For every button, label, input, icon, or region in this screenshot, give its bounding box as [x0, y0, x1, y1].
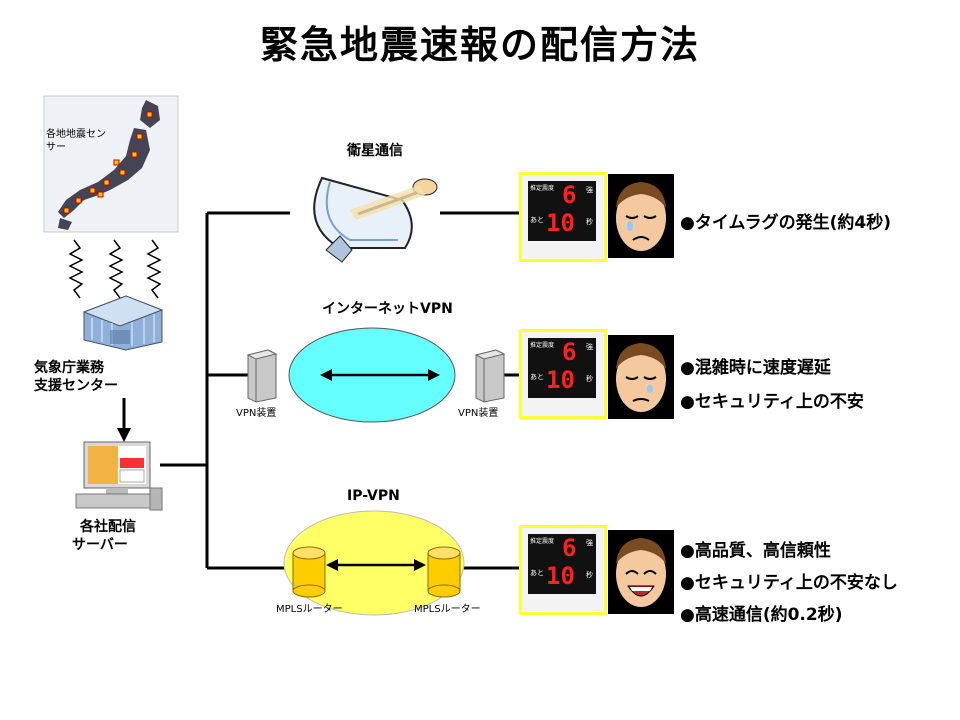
ipvpn-note-1: ●高品質、高信頼性	[680, 541, 831, 561]
ipvpn-route-label: IP-VPN	[347, 488, 400, 504]
satellite-route-label: 衛星通信	[347, 143, 403, 159]
page-title: 緊急地震速報の配信方法	[259, 22, 700, 67]
satellite-note-1: ●タイムラグの発生(約4秒)	[680, 213, 892, 233]
receiver-unit1: 強	[586, 186, 593, 194]
receiver-text1: 推定震度	[530, 538, 555, 545]
receiver-unit1: 強	[586, 539, 593, 547]
server-label-line1: 各社配信	[80, 519, 136, 535]
jma-label-line2: 支援センター	[34, 378, 118, 394]
mpls-router-right-label: MPLSルーター	[414, 604, 481, 615]
jma-building-icon	[82, 295, 164, 351]
internet-note-1: ●混雑時に速度遅延	[680, 358, 831, 378]
mpls-router-left-icon	[292, 546, 326, 598]
vpn-device-left-icon	[246, 349, 278, 403]
server-label-line2: サーバー	[72, 537, 128, 553]
receiver-seconds: 10	[546, 209, 575, 237]
receiver-seconds: 10	[546, 366, 575, 394]
jma-label-line1: 気象庁業務	[34, 360, 104, 376]
receiver-text2: あと	[530, 569, 544, 577]
sad-face-icon	[608, 174, 674, 258]
ipvpn-note-3: ●高速通信(約0.2秒)	[680, 605, 843, 625]
jma-server-arrowhead	[117, 428, 131, 442]
receiver-unit2: 秒	[586, 571, 593, 579]
receiver-intensity: 6	[562, 338, 577, 366]
receiver-intensity: 6	[562, 534, 577, 562]
vpn-device-right-icon	[474, 349, 506, 403]
worried-face-icon	[608, 335, 674, 419]
server-computer-icon	[75, 441, 163, 511]
ipvpn-cloud	[283, 510, 465, 616]
seismic-signal-icon	[68, 239, 162, 299]
happy-face-icon	[608, 530, 674, 614]
receiver-seconds: 10	[546, 562, 575, 590]
satellite-dish-icon	[313, 176, 438, 263]
receiver-text1: 推定震度	[530, 185, 555, 192]
receiver-text2: あと	[530, 373, 544, 381]
ipvpn-note-2: ●セキュリティ上の不安なし	[680, 573, 898, 593]
vpn-device-left-label: VPN装置	[236, 408, 277, 419]
internet-vpn-route-label: インターネットVPN	[322, 301, 453, 317]
japan-map-icon	[43, 95, 179, 233]
receiver-ipvpn: 推定震度 6 強 あと 10 秒	[519, 525, 607, 615]
receiver-internet: 推定震度 6 強 あと 10 秒	[519, 329, 607, 419]
receiver-unit1: 強	[586, 343, 593, 351]
receiver-text2: あと	[530, 216, 544, 224]
sensor-label-line2: サー	[46, 142, 66, 153]
receiver-satellite: 推定震度 6 強 あと 10 秒	[519, 172, 607, 262]
receiver-intensity: 6	[562, 181, 577, 209]
receiver-unit2: 秒	[586, 375, 593, 383]
receiver-text1: 推定震度	[530, 342, 555, 349]
mpls-router-right-icon	[427, 546, 461, 598]
mpls-router-left-label: MPLSルーター	[276, 604, 343, 615]
internet-note-2: ●セキュリティ上の不安	[680, 392, 864, 412]
vpn-device-right-label: VPN装置	[458, 408, 499, 419]
receiver-unit2: 秒	[586, 218, 593, 226]
sensor-label-line1: 各地地震セン	[46, 129, 106, 140]
